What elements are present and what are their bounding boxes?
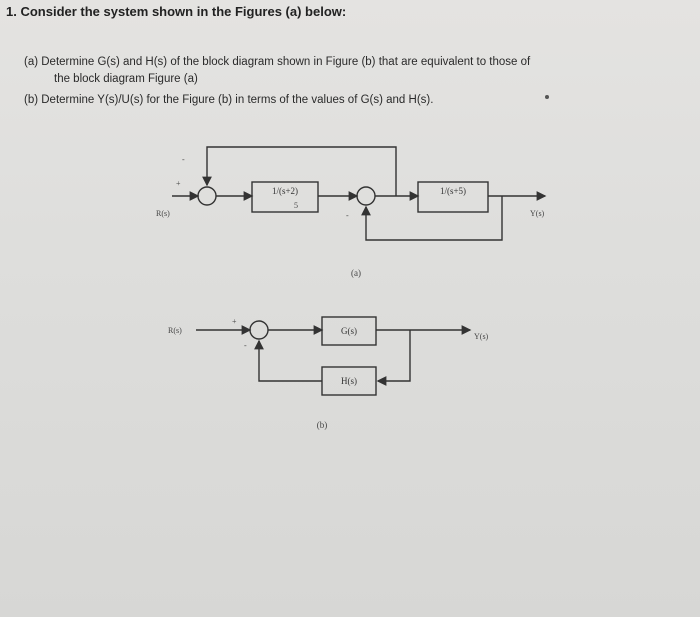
fig-b-feedback-label: H(s) xyxy=(341,376,357,386)
stray-dot xyxy=(545,95,549,99)
fig-a-block-2-label: 1/(s+5) xyxy=(440,186,466,196)
fig-a-inner-feedback xyxy=(361,196,503,241)
fig-b-forward-block xyxy=(321,316,377,346)
fig-a-sum1-minus: - xyxy=(182,155,185,164)
fig-a-sum-junction-1 xyxy=(197,186,217,206)
fig-a-block-1-sub: 5 xyxy=(294,201,298,210)
fig-b-feedback-to-h xyxy=(376,330,411,386)
fig-a-output-label: Y(s) xyxy=(530,209,545,218)
fig-a-block-2 xyxy=(417,181,489,213)
fig-b-sum-plus: + xyxy=(232,317,237,326)
fig-a-caption: (a) xyxy=(351,268,361,278)
fig-a-sum2-minus: - xyxy=(346,211,349,220)
question-part-a-line2: the block diagram Figure (a) xyxy=(54,73,198,85)
question-part-b: (b) Determine Y(s)/U(s) for the Figure (… xyxy=(24,94,434,106)
figure-b xyxy=(196,316,472,396)
fig-a-block-1-label: 1/(s+2) xyxy=(272,186,298,196)
fig-b-sum-minus: - xyxy=(244,341,247,350)
fig-a-outer-feedback xyxy=(202,146,397,196)
fig-b-sum-junction xyxy=(249,320,269,340)
question-title: 1. Consider the system shown in the Figu… xyxy=(6,4,347,19)
fig-b-input-label: R(s) xyxy=(168,326,182,335)
question-part-a-line1: (a) Determine G(s) and H(s) of the block… xyxy=(24,56,531,68)
fig-b-forward-label: G(s) xyxy=(341,326,357,336)
fig-a-block-1 xyxy=(251,181,319,213)
fig-b-output-label: Y(s) xyxy=(474,332,489,341)
figure-a xyxy=(172,146,547,241)
fig-b-feedback-to-sum xyxy=(254,339,322,382)
fig-a-sum1-plus: + xyxy=(176,179,181,188)
fig-a-sum-junction-2 xyxy=(356,186,376,206)
fig-a-input-label: R(s) xyxy=(156,209,170,218)
fig-b-caption: (b) xyxy=(317,420,328,430)
